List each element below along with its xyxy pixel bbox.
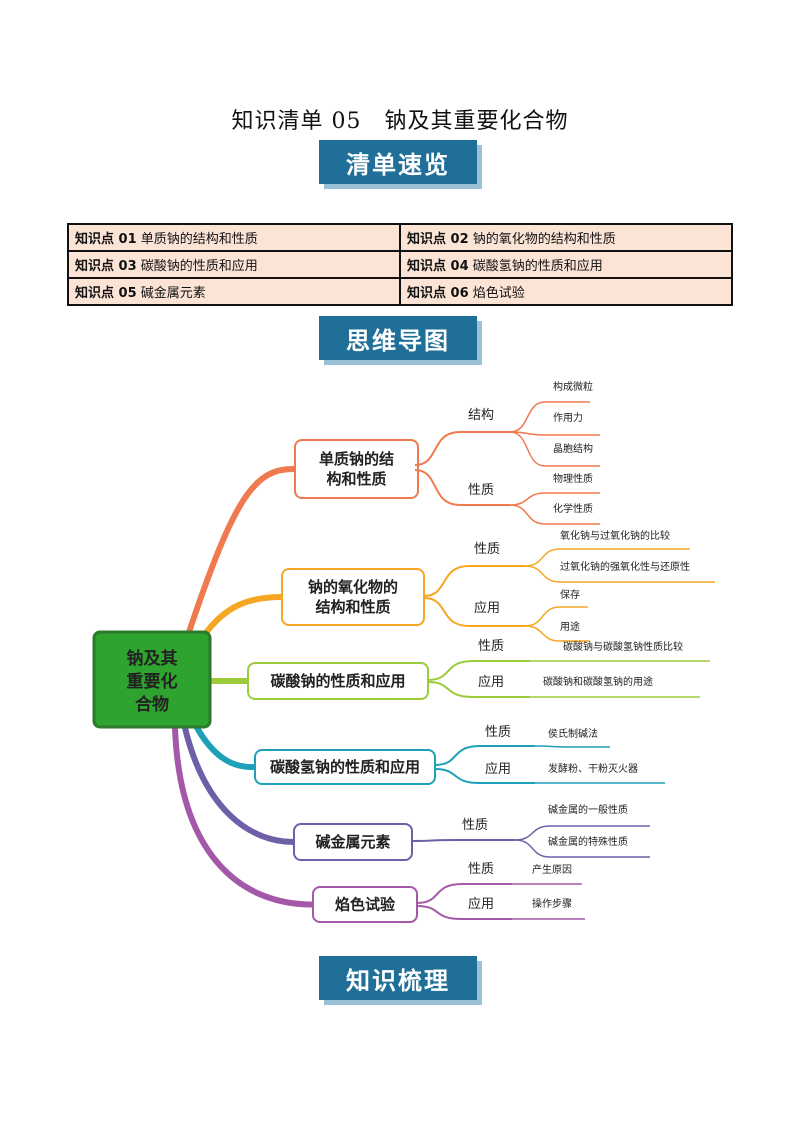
sub-branch-label: 应用 bbox=[485, 761, 511, 777]
leaf-connector bbox=[524, 625, 590, 642]
banner-review: 知识梳理 bbox=[319, 956, 477, 1000]
sub-connector bbox=[411, 839, 515, 842]
root-label: 合物 bbox=[135, 694, 169, 715]
branch-label: 碳酸钠的性质和应用 bbox=[270, 672, 405, 690]
root-label: 重要化 bbox=[127, 671, 178, 692]
knowledge-point-cell: 知识点 01 单质钠的结构和性质 bbox=[67, 223, 401, 252]
leaf-label: 操作步骤 bbox=[532, 897, 572, 910]
leaf-connector bbox=[524, 548, 690, 567]
branch-node bbox=[312, 886, 418, 923]
leaf-label: 产生原因 bbox=[532, 863, 572, 876]
table-row: 知识点 05 碱金属元素 知识点 06 焰色试验 bbox=[67, 277, 733, 306]
leaf-label: 作用力 bbox=[553, 411, 583, 424]
kp-prefix: 知识点 05 bbox=[75, 286, 137, 301]
leaf-connector bbox=[524, 606, 588, 627]
branch-connector bbox=[185, 465, 298, 638]
sub-connector bbox=[423, 597, 525, 627]
banner-overview: 清单速览 bbox=[319, 140, 477, 184]
leaf-label: 构成微粒 bbox=[553, 380, 593, 393]
sub-branch-label: 性质 bbox=[468, 483, 494, 498]
branch-connector bbox=[193, 723, 258, 771]
branch-connector bbox=[200, 594, 285, 640]
branch-label: 碱金属元素 bbox=[315, 833, 390, 851]
sub-branch-label: 性质 bbox=[468, 862, 494, 877]
leaf-connector bbox=[534, 745, 610, 748]
branch-label: 碳酸氢钠的性质和应用 bbox=[270, 758, 420, 776]
root-node bbox=[92, 630, 212, 729]
root-label: 钠及其 bbox=[127, 648, 178, 669]
sub-connector bbox=[414, 469, 510, 506]
leaf-connector bbox=[509, 492, 600, 506]
knowledge-point-cell: 知识点 05 碱金属元素 bbox=[67, 277, 401, 306]
leaf-connector bbox=[524, 565, 715, 583]
sub-connector bbox=[414, 431, 510, 466]
leaf-label: 碱金属的一般性质 bbox=[548, 803, 628, 816]
kp-prefix: 知识点 02 bbox=[407, 232, 469, 247]
leaf-connector bbox=[509, 431, 600, 467]
knowledge-point-cell: 知识点 02 钠的氧化物的结构和性质 bbox=[399, 223, 733, 252]
leaf-label: 碱金属的特殊性质 bbox=[548, 835, 628, 848]
leaf-label: 碳酸钠和碳酸氢钠的用途 bbox=[543, 675, 653, 688]
sub-branch-label: 性质 bbox=[462, 818, 488, 833]
kp-prefix: 知识点 01 bbox=[75, 232, 137, 247]
branch-node bbox=[294, 439, 419, 499]
branch-label: 焰色试验 bbox=[335, 896, 396, 914]
knowledge-point-table: 知识点 01 单质钠的结构和性质 知识点 02 钠的氧化物的结构和性质 知识点 … bbox=[67, 223, 733, 306]
kp-text: 钠的氧化物的结构和性质 bbox=[472, 232, 616, 247]
page-title: 知识清单 05 钠及其重要化合物 bbox=[231, 109, 569, 134]
sub-branch-label: 性质 bbox=[485, 725, 511, 740]
kp-prefix: 知识点 03 bbox=[75, 259, 137, 274]
leaf-label: 化学性质 bbox=[553, 502, 593, 515]
sub-connector bbox=[423, 565, 525, 597]
branch-label: 结构和性质 bbox=[315, 598, 390, 616]
leaf-label: 用途 bbox=[560, 620, 580, 633]
sub-branch-label: 应用 bbox=[474, 600, 500, 616]
kp-prefix: 知识点 06 bbox=[407, 286, 469, 301]
leaf-label: 侯氏制碱法 bbox=[548, 727, 598, 740]
kp-text: 焰色试验 bbox=[472, 286, 525, 301]
branch-connector bbox=[172, 725, 316, 908]
kp-text: 碳酸氢钠的性质和应用 bbox=[472, 259, 603, 274]
leaf-label: 氧化钠与过氧化钠的比较 bbox=[560, 529, 670, 542]
leaf-connector bbox=[509, 401, 590, 433]
knowledge-point-cell: 知识点 03 碳酸钠的性质和应用 bbox=[67, 250, 401, 279]
branch-connector bbox=[182, 725, 297, 845]
sub-connector bbox=[434, 745, 535, 766]
banner-mindmap: 思维导图 bbox=[319, 316, 477, 360]
sub-connector bbox=[427, 660, 530, 681]
sub-connector bbox=[416, 905, 512, 920]
branch-label: 单质钠的结 bbox=[319, 450, 394, 468]
knowledge-point-cell: 知识点 04 碳酸氢钠的性质和应用 bbox=[399, 250, 733, 279]
sub-branch-label: 应用 bbox=[478, 674, 504, 690]
sub-branch-label: 结构 bbox=[468, 408, 494, 423]
sub-connector bbox=[416, 883, 512, 904]
leaf-label: 晶胞结构 bbox=[553, 442, 593, 455]
table-row: 知识点 01 单质钠的结构和性质 知识点 02 钠的氧化物的结构和性质 bbox=[67, 223, 733, 252]
leaf-label: 物理性质 bbox=[553, 472, 593, 485]
leaf-label: 保存 bbox=[560, 588, 580, 601]
leaf-connector bbox=[514, 839, 650, 858]
sub-branch-label: 性质 bbox=[474, 542, 500, 557]
leaf-connector bbox=[509, 431, 600, 436]
leaf-label: 发酵粉、干粉灭火器 bbox=[548, 762, 638, 775]
kp-text: 碳酸钠的性质和应用 bbox=[140, 259, 258, 274]
leaf-connector bbox=[514, 825, 650, 841]
table-row: 知识点 03 碳酸钠的性质和应用 知识点 04 碳酸氢钠的性质和应用 bbox=[67, 250, 733, 279]
branch-node bbox=[254, 749, 436, 785]
leaf-connector bbox=[509, 504, 600, 525]
branch-label: 构和性质 bbox=[326, 470, 386, 488]
sub-connector bbox=[434, 768, 535, 784]
kp-text: 碱金属元素 bbox=[140, 286, 206, 301]
branch-label: 钠的氧化物的 bbox=[308, 578, 398, 596]
sub-connector bbox=[427, 681, 530, 698]
sub-branch-label: 应用 bbox=[468, 896, 494, 912]
leaf-label: 过氧化钠的强氧化性与还原性 bbox=[560, 560, 690, 573]
leaf-label: 碳酸钠与碳酸氢钠性质比较 bbox=[563, 640, 683, 653]
sub-branch-label: 性质 bbox=[478, 639, 504, 654]
knowledge-point-cell: 知识点 06 焰色试验 bbox=[399, 277, 733, 306]
kp-prefix: 知识点 04 bbox=[407, 259, 469, 274]
kp-text: 单质钠的结构和性质 bbox=[140, 232, 258, 247]
